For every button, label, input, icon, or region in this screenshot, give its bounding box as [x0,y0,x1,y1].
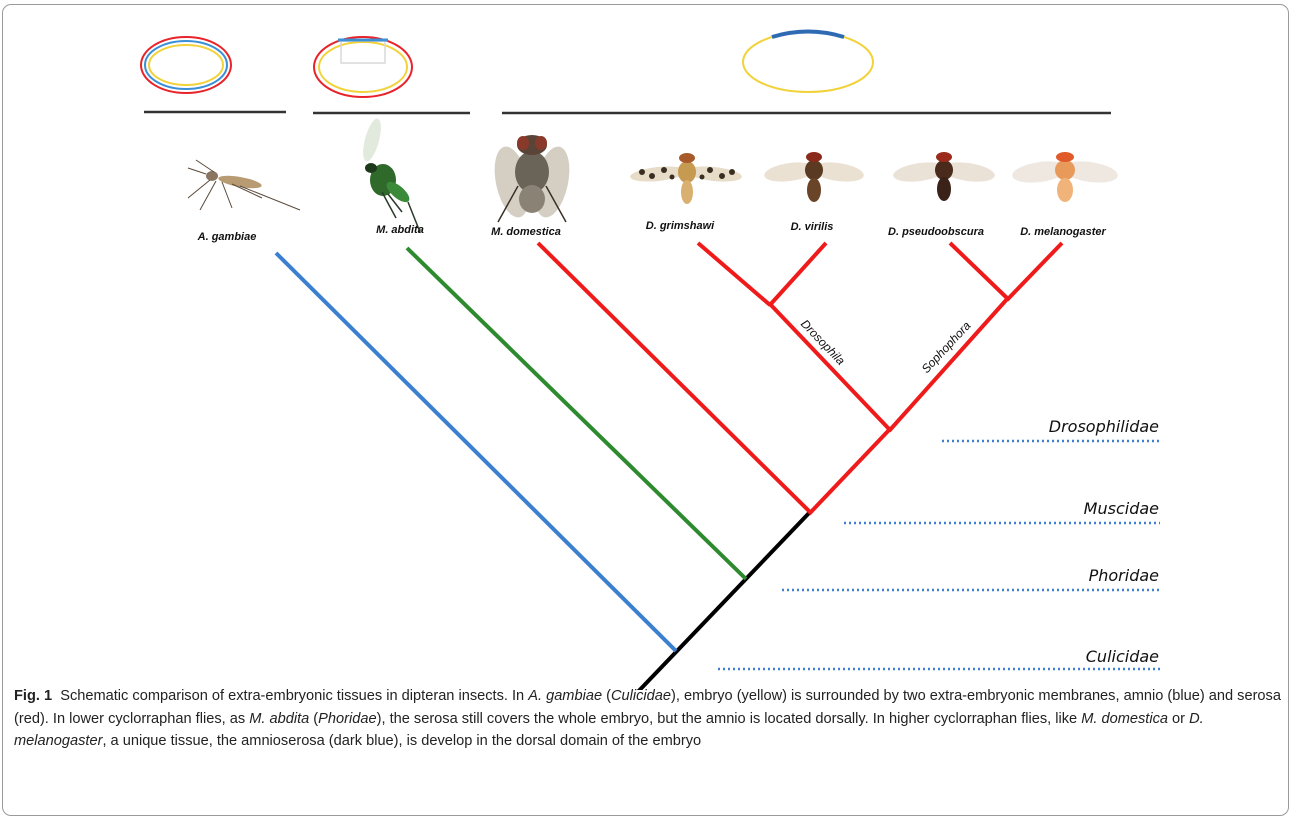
branch-grimshawi [698,243,770,305]
grimshawi-fly-image [629,153,742,204]
branch-drosophila-clade [770,304,890,430]
domestica-fly-image [489,135,575,222]
virilis-fly-image [763,152,865,202]
family-label-drosophilidae: Drosophilidae [1049,417,1159,436]
family-label-phoridae: Phoridae [1089,566,1160,585]
branch-abdita [407,248,746,579]
caption-family-phoridae: Phoridae [318,711,376,727]
species-label-pseudoobscura: D. pseudoobscura [888,226,984,238]
melanogaster-fly-image [1011,152,1119,202]
caption-species-abdita: M. abdita [249,711,309,727]
figure-caption: Fig. 1 Schematic comparison of extra-emb… [14,685,1282,753]
branch-pseudoobscura [950,243,1008,299]
embryo-diagram-culicidae [141,37,231,93]
mosquito-image [188,160,300,210]
caption-text: ( [309,711,318,727]
branch-drosophilidae-stem [809,429,890,514]
species-label-gambiae: A. gambiae [197,231,257,243]
branch-domestica [538,243,811,513]
branch-sophophora-clade [889,298,1008,431]
caption-label: Fig. 1 [14,688,52,704]
species-label-abdita: M. abdita [376,224,424,236]
species-label-melanogaster: D. melanogaster [1020,226,1106,238]
caption-family-culicidae: Culicidae [611,688,671,704]
abdita-fly-image [360,117,420,232]
species-label-grimshawi: D. grimshawi [646,220,715,232]
phylogeny-figure: A. gambiae M. abdita M. domestica D. gri… [0,0,1293,690]
caption-species-domestica: M. domestica [1081,711,1168,727]
branch-melanogaster [1007,243,1062,300]
branch-stem [632,512,810,690]
embryo-diagram-phoridae [314,37,412,97]
caption-text: , a unique tissue, the amnioserosa (dark… [102,733,701,749]
caption-text: Schematic comparison of extra-embryonic … [60,688,528,704]
pseudoobscura-fly-image [892,152,996,201]
caption-text: ( [602,688,611,704]
species-label-domestica: M. domestica [491,226,561,238]
family-label-muscidae: Muscidae [1084,499,1159,518]
species-label-virilis: D. virilis [791,221,834,233]
embryo-diagram-higher-cyclorrapha [743,32,873,93]
family-label-culicidae: Culicidae [1086,647,1159,666]
caption-text: or [1168,711,1189,727]
caption-text: ), the serosa still covers the whole emb… [377,711,1082,727]
caption-species-gambiae: A. gambiae [528,688,602,704]
branch-virilis [769,243,826,306]
